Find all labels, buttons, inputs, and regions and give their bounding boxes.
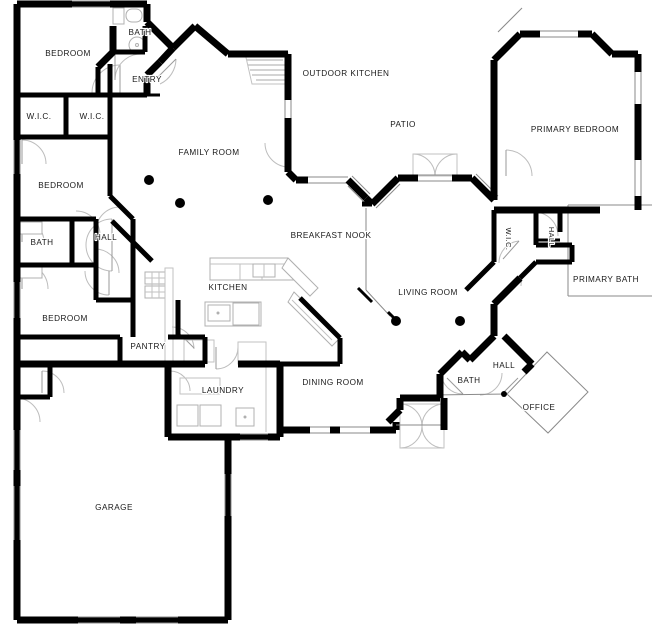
room-label-bath-office: BATH bbox=[457, 376, 480, 385]
room-label-garage: GARAGE bbox=[95, 503, 133, 512]
room-label-kitchen: KITCHEN bbox=[208, 283, 247, 292]
columns-layer bbox=[144, 175, 507, 397]
column bbox=[175, 198, 185, 208]
room-label-laundry: LAUNDRY bbox=[202, 386, 244, 395]
room-label-breakfast-nook: BREAKFAST NOOK bbox=[291, 231, 372, 240]
column bbox=[391, 316, 401, 326]
column-office-pivot bbox=[501, 391, 507, 397]
room-label-office: OFFICE bbox=[523, 403, 556, 412]
room-labels-layer: BEDROOM BATH ENTRY W.I.C. W.I.C. BEDROOM… bbox=[25, 27, 639, 513]
room-label-dining-room: DINING ROOM bbox=[302, 378, 363, 387]
walls-layer bbox=[13, 0, 642, 624]
room-label-bath-hall: BATH bbox=[30, 238, 53, 247]
room-label-bedroom-mid: BEDROOM bbox=[38, 181, 83, 190]
room-label-hall-bedrooms: HALL bbox=[95, 233, 117, 242]
room-label-primary-bath: PRIMARY BATH bbox=[573, 275, 639, 284]
room-label-bath-front: BATH bbox=[128, 28, 151, 37]
fixtures-layer bbox=[15, 7, 341, 432]
room-label-outdoor-kitchen: OUTDOOR KITCHEN bbox=[303, 69, 390, 78]
room-label-wic-1: W.I.C. bbox=[27, 112, 52, 121]
room-label-family-room: FAMILY ROOM bbox=[178, 148, 239, 157]
column bbox=[263, 195, 273, 205]
room-label-bedroom-front: BEDROOM bbox=[45, 49, 90, 58]
room-label-hall-office: HALL bbox=[493, 361, 515, 370]
room-label-patio: PATIO bbox=[390, 120, 416, 129]
room-label-primary-bedroom: PRIMARY BEDROOM bbox=[531, 125, 619, 134]
glazing-layer bbox=[244, 52, 652, 434]
room-label-living-room: LIVING ROOM bbox=[398, 288, 458, 297]
room-label-primary-hall: HALL bbox=[547, 227, 556, 247]
room-label-pantry: PANTRY bbox=[130, 342, 165, 351]
room-label-primary-wic: W.I.C. bbox=[504, 228, 513, 251]
column bbox=[144, 175, 154, 185]
door-swings-layer bbox=[15, 53, 559, 449]
room-label-wic-2: W.I.C. bbox=[80, 112, 105, 121]
room-label-bedroom-rear: BEDROOM bbox=[42, 314, 87, 323]
column bbox=[455, 316, 465, 326]
room-label-entry: ENTRY bbox=[132, 75, 162, 84]
